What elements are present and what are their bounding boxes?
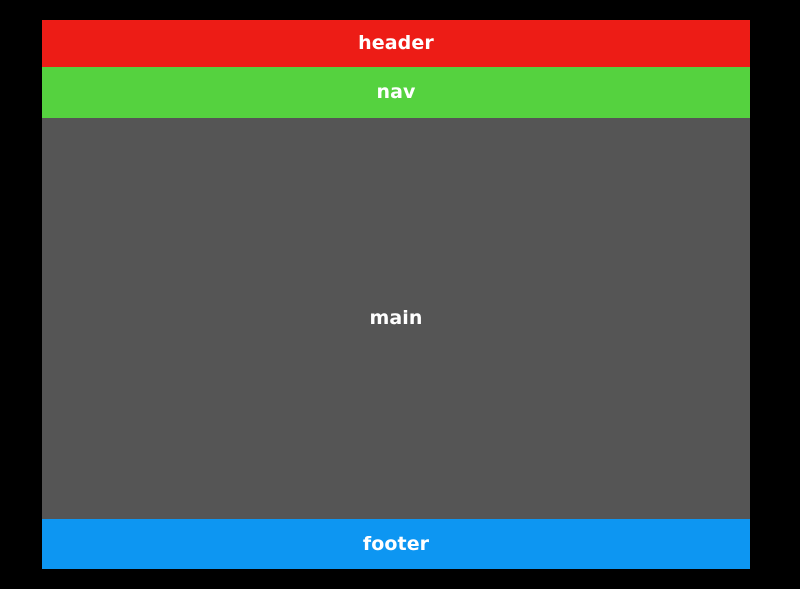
page-footer-region: footer	[42, 519, 750, 569]
main-region-label: main	[369, 307, 423, 329]
nav-region-label: nav	[376, 81, 416, 103]
page-nav-region[interactable]: nav	[42, 67, 750, 118]
page-header-region: header	[42, 20, 750, 67]
footer-region-label: footer	[362, 532, 430, 555]
layout-stack: header nav main footer	[42, 20, 750, 569]
page-main-region: main	[42, 118, 750, 519]
header-region-label: header	[358, 32, 434, 54]
